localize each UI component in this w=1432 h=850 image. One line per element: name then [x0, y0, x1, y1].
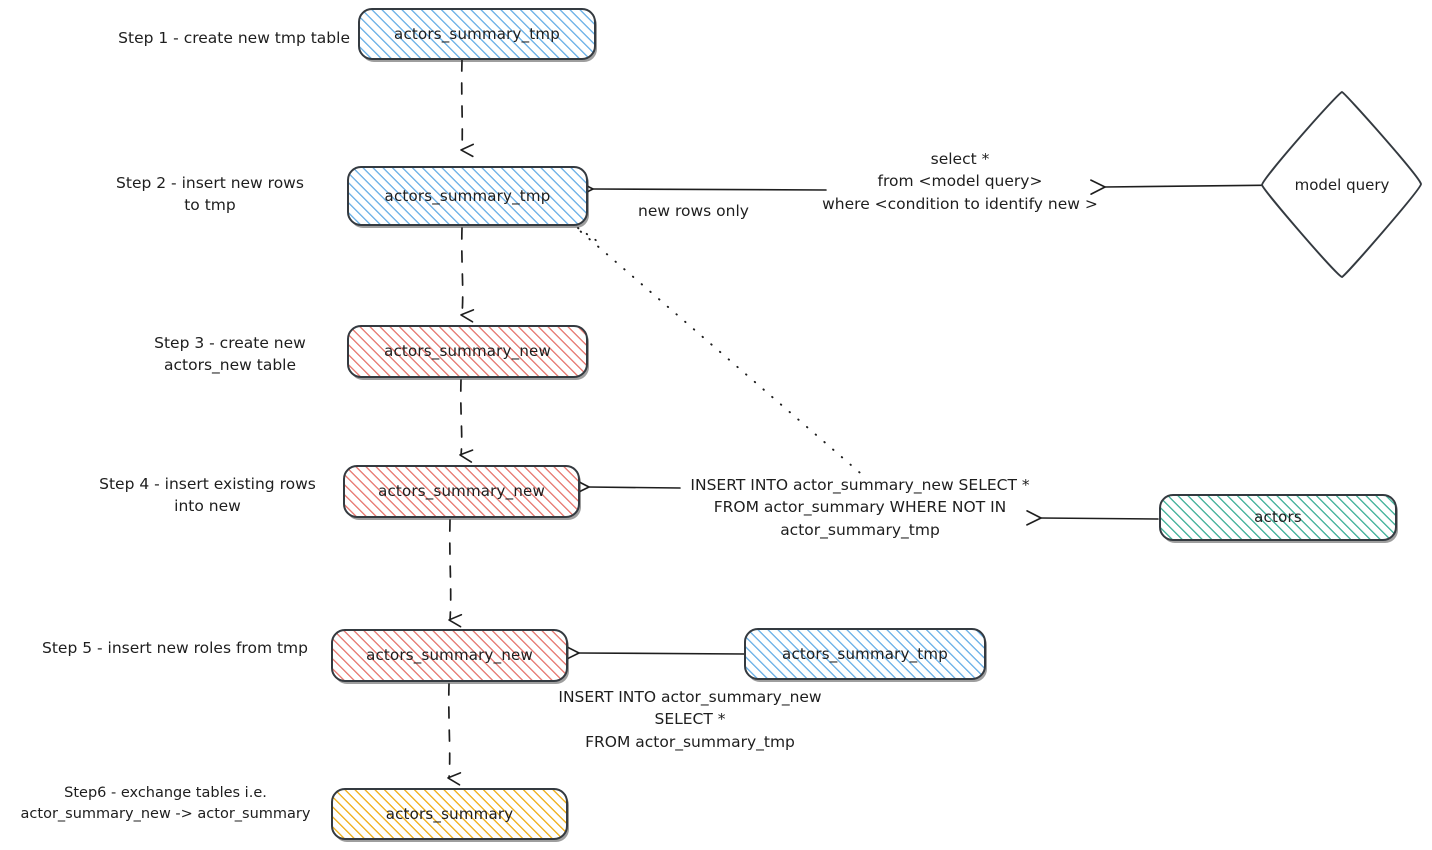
node-label: model query — [1294, 176, 1390, 194]
edge-label-insert-new-roles-sql: INSERT INTO actor_summary_new SELECT * F… — [558, 688, 822, 751]
edge-label-model-query-sql: select * from <model query> where <condi… — [822, 150, 1098, 213]
edge-tmp2-dotted-to-step4 — [571, 223, 867, 479]
step-label-2: Step 2 - insert new rows to tmp — [116, 174, 304, 215]
flow-arrow-tmp1-to-tmp2 — [460, 59, 474, 158]
edge-label-new-rows-only: new rows only — [638, 202, 749, 220]
flow-arrow-tmp2-to-new3 — [460, 227, 475, 323]
node-actors-summary-new-step5[interactable]: actors_summary_new — [331, 629, 568, 682]
node-actors-summary-tmp-step2[interactable]: actors_summary_tmp — [347, 166, 588, 226]
node-label: actors_summary_tmp — [782, 644, 948, 663]
step-label-6: Step6 - exchange tables i.e. actor_summa… — [20, 785, 311, 823]
node-model-query[interactable]: model query — [1259, 88, 1425, 282]
flow-arrow-new3-to-new4 — [459, 379, 474, 463]
edge-tmp5-to-new5 — [564, 645, 746, 661]
edge-modelquery-to-tmp2 — [578, 179, 1286, 197]
node-actors-summary-new-step4[interactable]: actors_summary_new — [343, 465, 580, 518]
node-label: actors_summary_new — [378, 482, 545, 501]
node-label: actors_summary — [385, 804, 514, 823]
node-label: actors — [1254, 508, 1302, 527]
flow-arrow-new4-to-new5 — [448, 519, 463, 628]
edge-label-insert-existing-sql: INSERT INTO actor_summary_new SELECT * F… — [690, 476, 1030, 539]
node-label: actors_summary_new — [384, 342, 551, 361]
step-label-3: Step 3 - create new actors_new table — [154, 334, 306, 375]
step-label-5: Step 5 - insert new roles from tmp — [42, 639, 308, 657]
node-actors-summary-new-step3[interactable]: actors_summary_new — [347, 325, 588, 378]
node-actors-summary-final[interactable]: actors_summary — [331, 788, 568, 840]
node-actors-summary-tmp-step1[interactable]: actors_summary_tmp — [358, 8, 596, 60]
node-label: actors_summary_new — [366, 646, 533, 665]
step-label-1: Step 1 - create new tmp table — [118, 29, 350, 47]
flow-arrow-new5-to-final — [447, 683, 462, 786]
diamond-shape — [1261, 91, 1422, 278]
step-label-4: Step 4 - insert existing rows into new — [99, 475, 316, 516]
node-label: actors_summary_tmp — [394, 24, 560, 43]
node-actors-source[interactable]: actors — [1159, 494, 1397, 541]
edge-actors-to-new4 — [574, 479, 1159, 526]
node-actors-summary-tmp-step5-source[interactable]: actors_summary_tmp — [744, 628, 986, 680]
node-label: actors_summary_tmp — [384, 186, 551, 205]
